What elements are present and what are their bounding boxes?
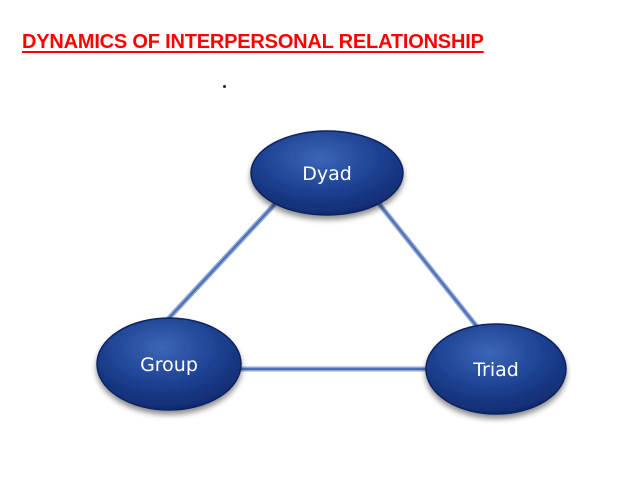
connectors — [166, 202, 481, 372]
edge-dyad-triad-core — [379, 204, 479, 329]
node-group: Group — [96, 317, 242, 411]
node-triad: Triad — [425, 323, 567, 415]
node-dyad: Dyad — [250, 130, 404, 216]
slide-title: DYNAMICS OF INTERPERSONAL RELATIONSHIP — [22, 31, 484, 53]
node-group-shape — [96, 317, 242, 411]
edge-dyad-group-core — [168, 204, 275, 319]
stray-dot — [223, 85, 226, 88]
node-dyad-shape — [250, 130, 404, 216]
node-triad-label: Triad — [472, 359, 519, 381]
node-triad-shape — [425, 323, 567, 415]
node-group-label: Group — [140, 354, 198, 376]
node-dyad-label: Dyad — [302, 163, 352, 185]
